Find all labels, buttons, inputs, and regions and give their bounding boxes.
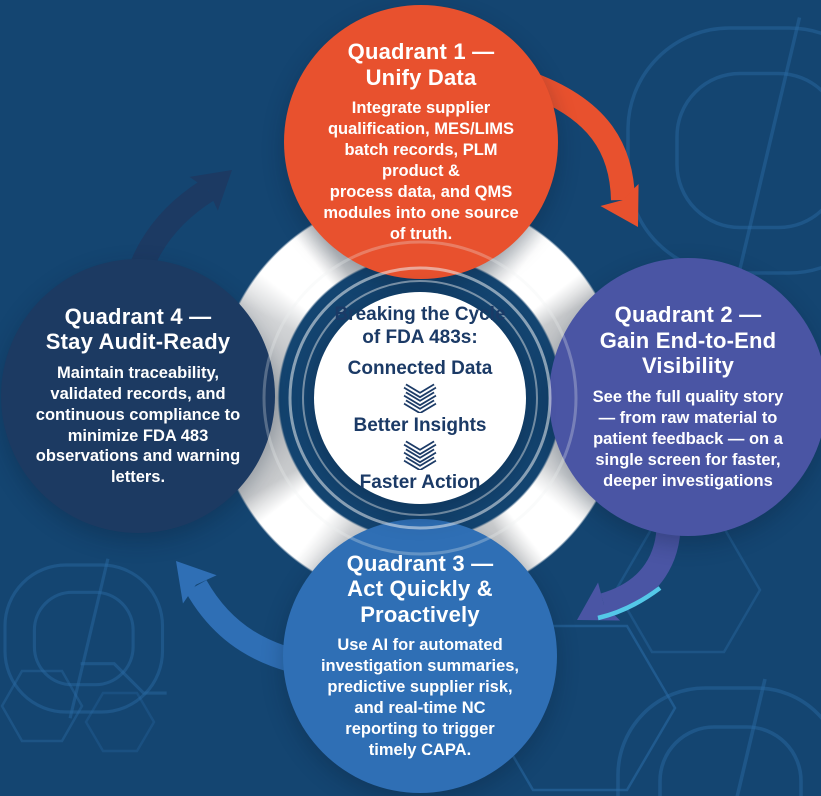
q-logo-watermark [616,678,821,796]
quadrant-3-title: Quadrant 3 — Act Quickly & Proactively [346,550,494,627]
quadrant-1-circle: Quadrant 1 — Unify Data Integrate suppli… [284,5,558,279]
quadrant-2-body: See the full quality story — from raw ma… [592,387,784,490]
center-title: Breaking the Cycle of FDA 483s: [334,303,506,348]
quadrant-4-circle: Quadrant 4 — Stay Audit-Ready Maintain t… [1,259,275,533]
quadrant-3-circle: Quadrant 3 — Act Quickly & Proactively U… [283,519,557,793]
triple-chevron-down-icon [403,383,437,413]
quadrant-2-title: Quadrant 2 — Gain End-to-End Visibility [599,302,777,379]
quadrant-1-title: Quadrant 1 — Unify Data [347,39,495,90]
quadrant-4-title: Quadrant 4 — Stay Audit-Ready [45,303,231,355]
quadrant-1-body: Integrate supplier qualification, MES/LI… [323,99,519,243]
quadrant-4-body: Maintain traceability, validated records… [35,363,241,487]
q-logo-watermark [626,17,821,284]
center-step-faster-action: Faster Action [359,471,481,493]
quadrant-3-body: Use AI for automated investigation summa… [320,636,520,760]
q-logo-watermark [3,558,167,719]
triple-chevron-down-icon [403,440,437,470]
center-step-better-insights: Better Insights [353,414,487,436]
quadrant-2-circle: Quadrant 2 — Gain End-to-End Visibility … [549,258,821,536]
center-hub-circle: Breaking the Cycle of FDA 483s: Connecte… [314,292,526,504]
center-step-connected-data: Connected Data [347,357,493,379]
